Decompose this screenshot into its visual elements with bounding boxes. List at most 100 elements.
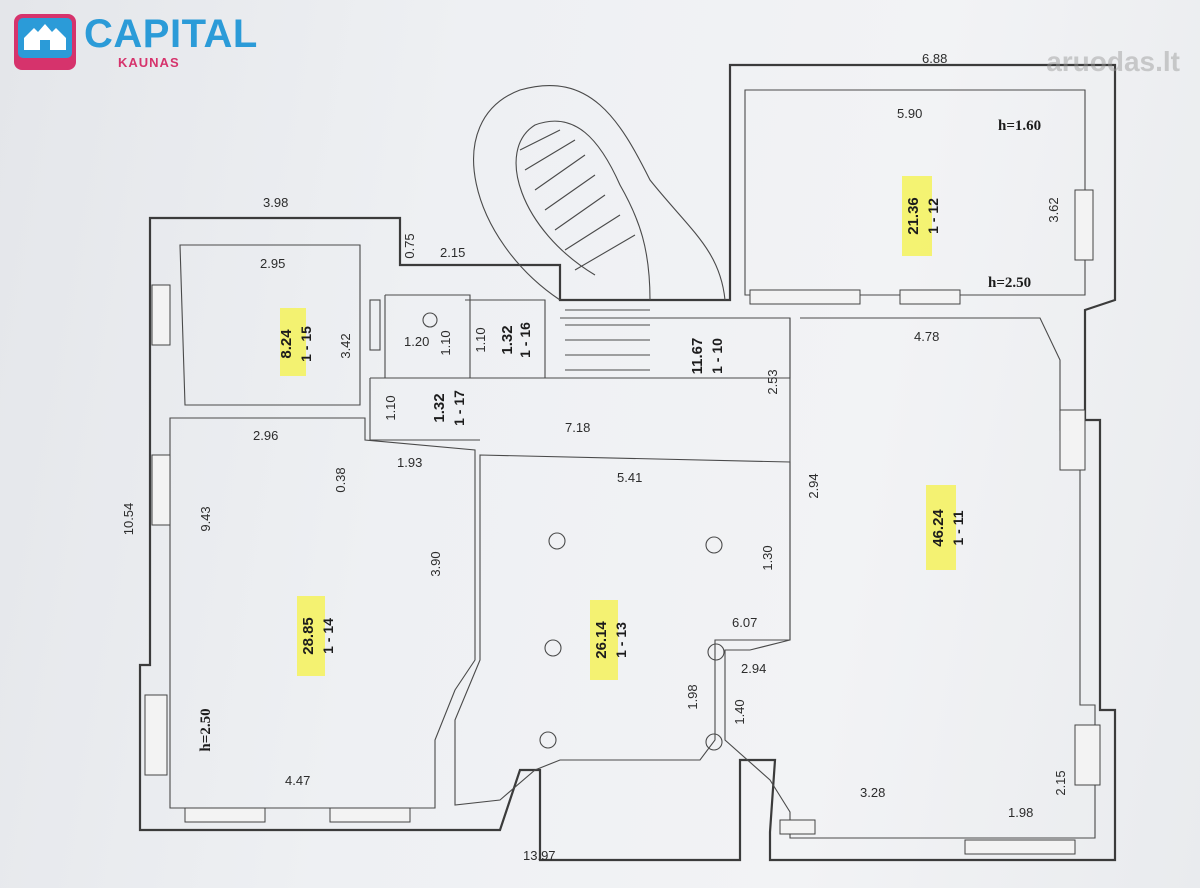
dimension: 7.18 [565, 420, 590, 435]
room-area: 26.14 [593, 621, 610, 659]
column [707, 643, 725, 661]
window [151, 454, 171, 526]
dimension: 5.90 [897, 106, 922, 121]
dimension: 1.20 [404, 334, 429, 349]
room-label-1-13: 1 - 13 26.14 [593, 621, 629, 659]
staircase-inner [515, 120, 651, 301]
logo-city-text: KAUNAS [118, 55, 180, 70]
dimension: 6.07 [732, 615, 757, 630]
room-id: 1 - 12 [925, 198, 941, 234]
dimension: 5.41 [617, 470, 642, 485]
dimension: 3.90 [428, 551, 443, 576]
dimension: 1.10 [383, 395, 398, 420]
highlight [926, 485, 956, 570]
highlight [590, 600, 618, 680]
dimension: 1.10 [473, 327, 488, 352]
dimension: 1.40 [732, 699, 747, 724]
inner-wall [370, 317, 791, 379]
dimension: 2.94 [741, 661, 766, 676]
dimension: 2.15 [1053, 770, 1068, 795]
room-label-1-16: 1 - 16 1.32 [499, 322, 533, 358]
dimension: 6.88 [922, 51, 947, 66]
dimension: 0.75 [402, 233, 417, 258]
window [1074, 724, 1101, 786]
window [329, 807, 411, 823]
dimension: 2.94 [806, 473, 821, 498]
inner-wall [179, 244, 361, 406]
room-id: 1 - 16 [517, 322, 533, 358]
window [899, 289, 961, 305]
column [705, 733, 723, 751]
room-label-1-14: 1 - 14 28.85 [300, 617, 336, 655]
ceiling-height: h=2.50 [988, 275, 1031, 291]
room-label-1-15: 1 - 15 8.24 [278, 326, 314, 362]
dimension: 2.96 [253, 428, 278, 443]
room-area: 21.36 [905, 197, 922, 235]
dimension: 3.28 [860, 785, 885, 800]
window [749, 289, 861, 305]
room-label-1-17: 1 - 17 1.32 [431, 390, 467, 426]
room-id: 1 - 14 [320, 618, 336, 654]
room-id: 1 - 10 [709, 338, 725, 374]
inner-wall [369, 294, 546, 441]
window [1059, 409, 1086, 471]
capital-kaunas-logo: CAPITAL KAUNAS [14, 12, 314, 74]
room-area: 8.24 [278, 329, 295, 359]
window [144, 694, 168, 776]
dimension: 13.97 [523, 848, 556, 863]
dimension: 2.15 [440, 245, 465, 260]
dimension: 9.43 [198, 506, 213, 531]
outer-wall [138, 63, 1117, 862]
window [964, 839, 1076, 855]
staircase-outline [473, 85, 726, 301]
room-id: 1 - 13 [613, 622, 629, 658]
room-area: 28.85 [300, 617, 317, 655]
inner-wall [169, 417, 476, 809]
sink-icon [369, 299, 381, 351]
highlight [297, 596, 325, 676]
dimension: 4.47 [285, 773, 310, 788]
logo-brand-text: CAPITAL [84, 12, 258, 56]
room-area: 11.67 [689, 338, 706, 375]
dimension: 0.38 [333, 467, 348, 492]
site-watermark: aruodas.lt [1046, 46, 1180, 77]
dimension: 3.62 [1046, 197, 1061, 222]
inner-wall [744, 89, 1086, 296]
column [548, 532, 566, 550]
window [151, 284, 171, 346]
dimension: 1.98 [685, 684, 700, 709]
dimension: 3.98 [263, 195, 288, 210]
room-label-1-11: 1 - 11 46.24 [930, 509, 966, 547]
dimension: 2.53 [765, 369, 780, 394]
stair-steps [519, 129, 650, 371]
toilet-icon [422, 312, 438, 328]
room-id: 1 - 17 [451, 390, 467, 426]
window [1074, 189, 1094, 261]
inner-wall [454, 454, 791, 806]
column [544, 639, 562, 657]
window [779, 819, 816, 835]
dimension: 4.78 [914, 329, 939, 344]
dimension: 1.10 [438, 330, 453, 355]
room-label-1-10: 1 - 10 11.67 [689, 338, 725, 375]
column [539, 731, 557, 749]
window [184, 807, 266, 823]
highlight [280, 308, 306, 376]
dimension: 1.93 [397, 455, 422, 470]
dimension: 3.42 [338, 333, 353, 358]
dimension: 1.98 [1008, 805, 1033, 820]
room-label-1-12: 1 - 12 21.36 [905, 197, 941, 235]
dimension: 1.30 [760, 545, 775, 570]
house-logo-icon [14, 14, 76, 70]
ceiling-height: h=2.50 [198, 708, 214, 751]
room-id: 1 - 11 [950, 510, 966, 545]
ceiling-height: h=1.60 [998, 118, 1041, 134]
room-area: 1.32 [499, 325, 516, 354]
room-id: 1 - 15 [298, 326, 314, 362]
room-area: 46.24 [930, 509, 947, 547]
column [705, 536, 723, 554]
highlight [902, 176, 932, 256]
dimension: 10.54 [121, 503, 136, 536]
